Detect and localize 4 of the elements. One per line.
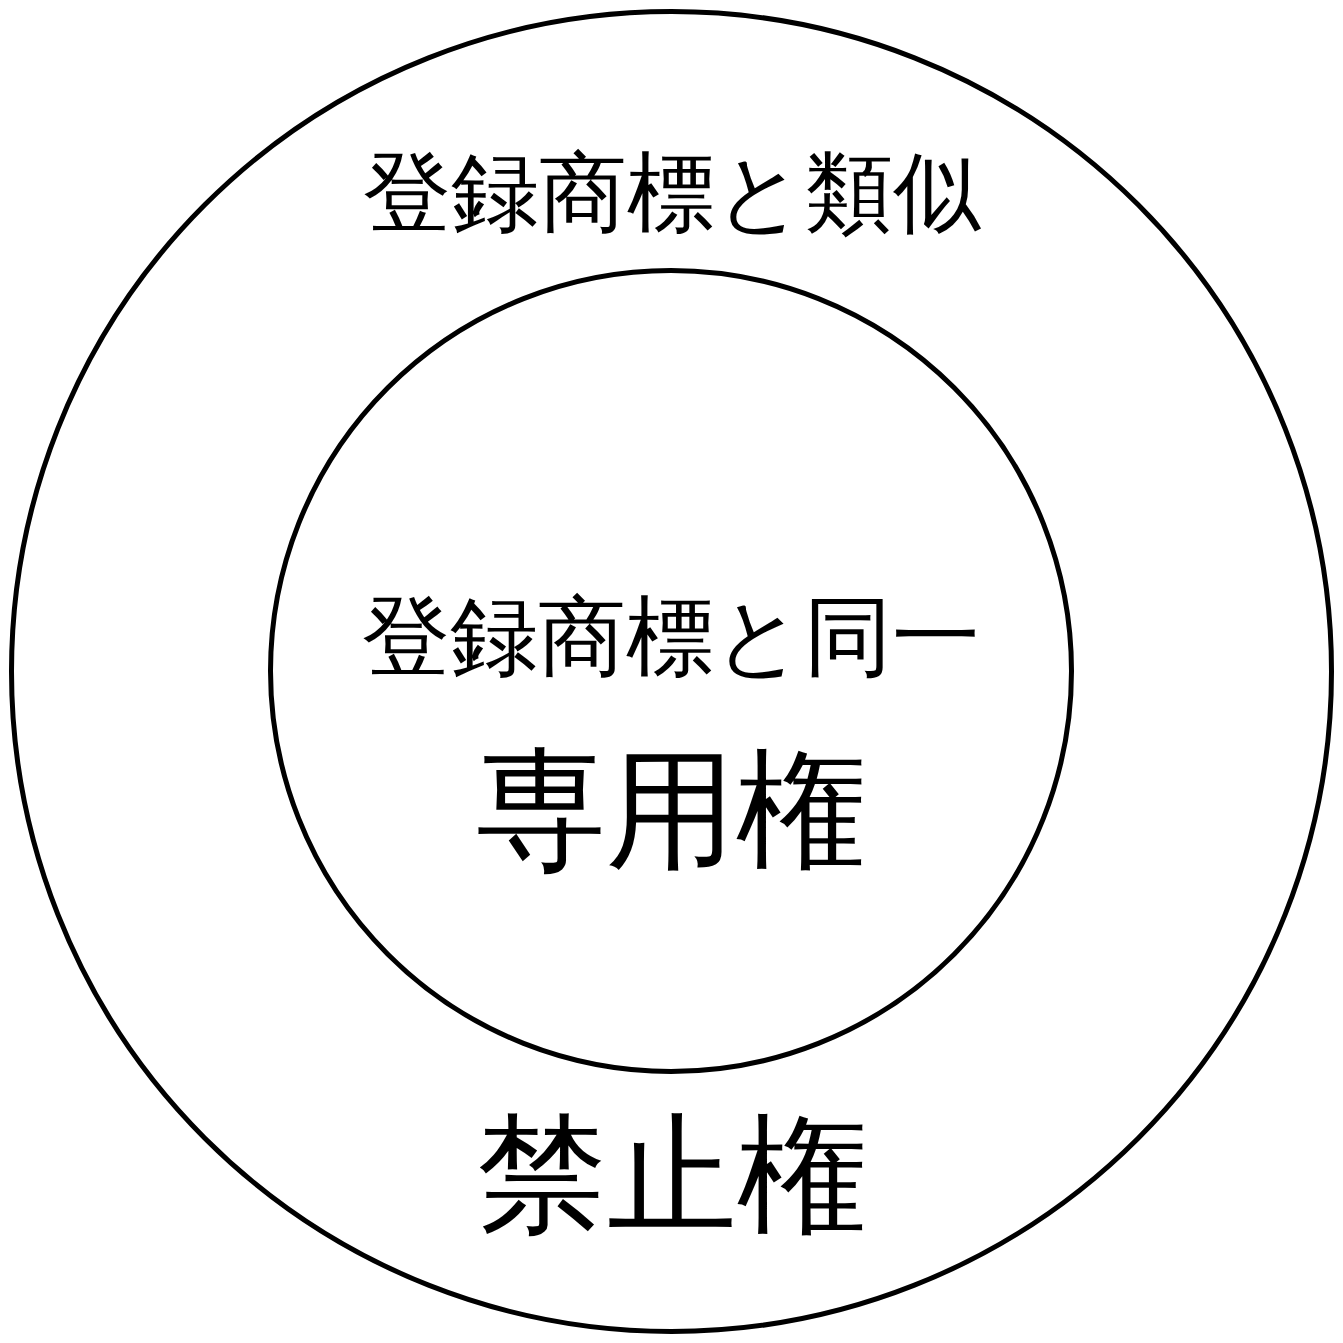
region-label: 登録商標と類似 (362, 149, 981, 237)
term-label: 禁止権 (476, 1110, 867, 1240)
region-label: 登録商標と同一 (362, 593, 980, 681)
term-label: 専用権 (476, 745, 866, 875)
